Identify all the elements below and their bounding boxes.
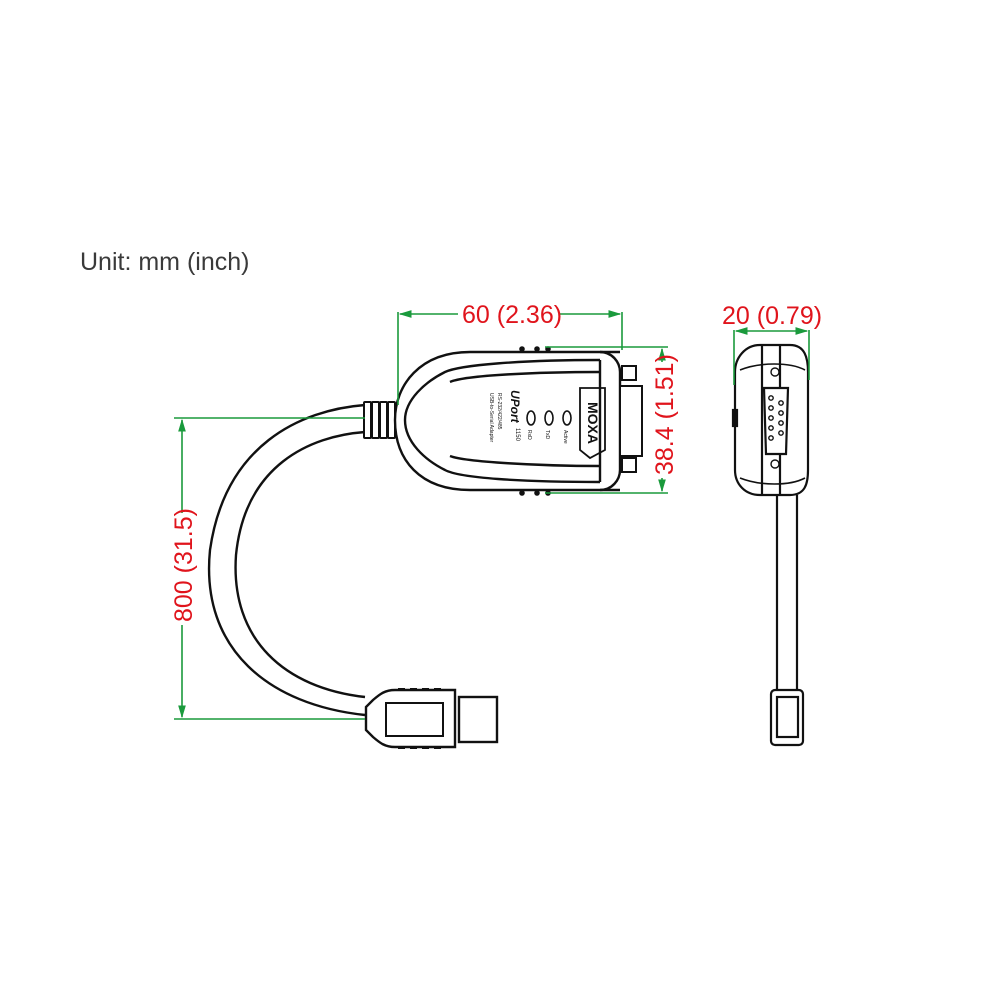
usb-connector [364, 688, 499, 749]
dimension-cable: 800 (31.5) [170, 508, 198, 622]
dimension-width: 20 (0.79) [722, 302, 822, 330]
side-view [731, 343, 810, 747]
product-name: UPort [508, 390, 522, 424]
led-rxd [526, 410, 536, 426]
led-txd [544, 410, 554, 426]
strain-relief [363, 401, 396, 439]
led-label-rxd: RxD [526, 430, 532, 440]
usb-cable [207, 403, 366, 717]
adapter-labels: MOXA UPort 1150 RS-232/422/485 USB-to-Se… [488, 390, 601, 444]
dimension-height: 38.4 (1.51) [651, 354, 679, 475]
adapter-body [393, 346, 622, 496]
spec-line-2: USB-to-Serial Adapter [488, 393, 494, 443]
db9-connector-side [619, 365, 643, 473]
dimension-lines [174, 310, 810, 720]
dimension-length: 60 (2.36) [462, 301, 562, 329]
spec-line-1: RS-232/422/485 [496, 393, 502, 430]
brand-logo: MOXA [585, 402, 601, 444]
led-label-txd: TxD [544, 430, 550, 440]
unit-label: Unit: mm (inch) [80, 248, 250, 276]
led-label-active: Active [562, 430, 568, 444]
model-number: 1150 [514, 428, 520, 442]
led-active [562, 410, 572, 426]
